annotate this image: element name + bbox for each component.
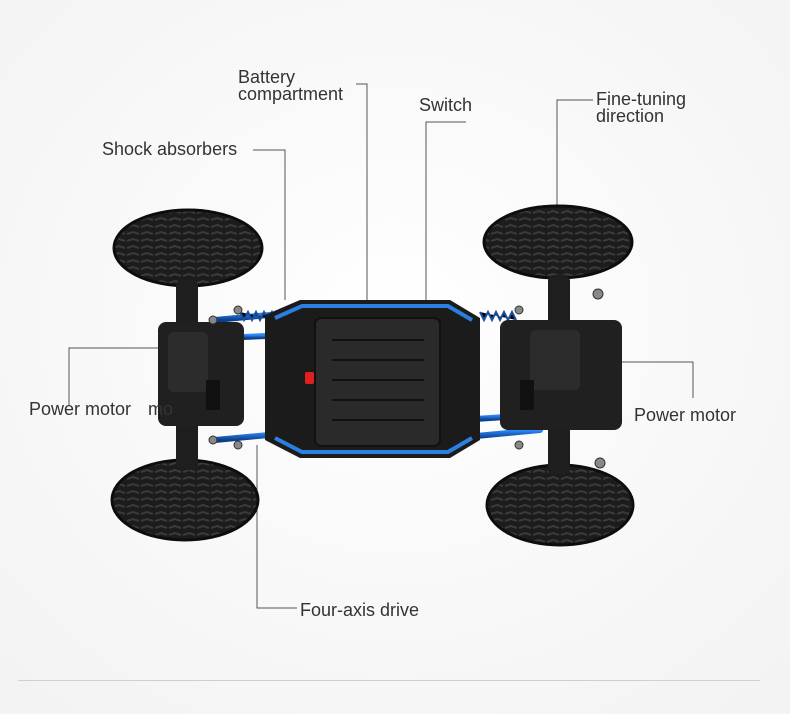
power-motor-left-label: Power motor [29, 399, 132, 419]
bottom-divider [18, 680, 760, 681]
switch-label: Switch [419, 95, 473, 115]
battery-label-line1: Battery [238, 67, 296, 87]
power-motor-right-leader [618, 361, 694, 398]
battery-label-line2: compartment [238, 84, 344, 104]
four-axis-drive-label: Four-axis drive [300, 600, 420, 620]
battery-cover [314, 317, 441, 447]
rear-left-tire [110, 458, 260, 542]
power-motor-right-label: Power motor [634, 405, 737, 425]
front-right-tire [482, 204, 634, 280]
shock-absorbers-label: Shock absorbers [102, 139, 238, 159]
switch-leader [425, 121, 466, 300]
fine-tuning-label-line1: Fine-tuning [596, 89, 687, 109]
left-motor [158, 322, 244, 426]
shock-absorbers-leader [253, 149, 286, 300]
screws [208, 288, 606, 469]
front-left-tire [112, 208, 264, 288]
rear-right-tire [485, 463, 635, 547]
fine-tuning-leader [556, 99, 593, 215]
power-motor-left-fragment: mo [148, 399, 174, 419]
power-switch [305, 372, 314, 384]
power-motor-left-leader [68, 347, 158, 405]
battery-compartment-label: Battery compartment [238, 67, 344, 104]
fine-tuning-direction-label: Fine-tuning direction [596, 89, 687, 126]
battery-leader [356, 83, 368, 302]
right-motor [500, 320, 622, 430]
leader-lines [68, 83, 694, 609]
fine-tuning-label-line2: direction [596, 106, 665, 126]
